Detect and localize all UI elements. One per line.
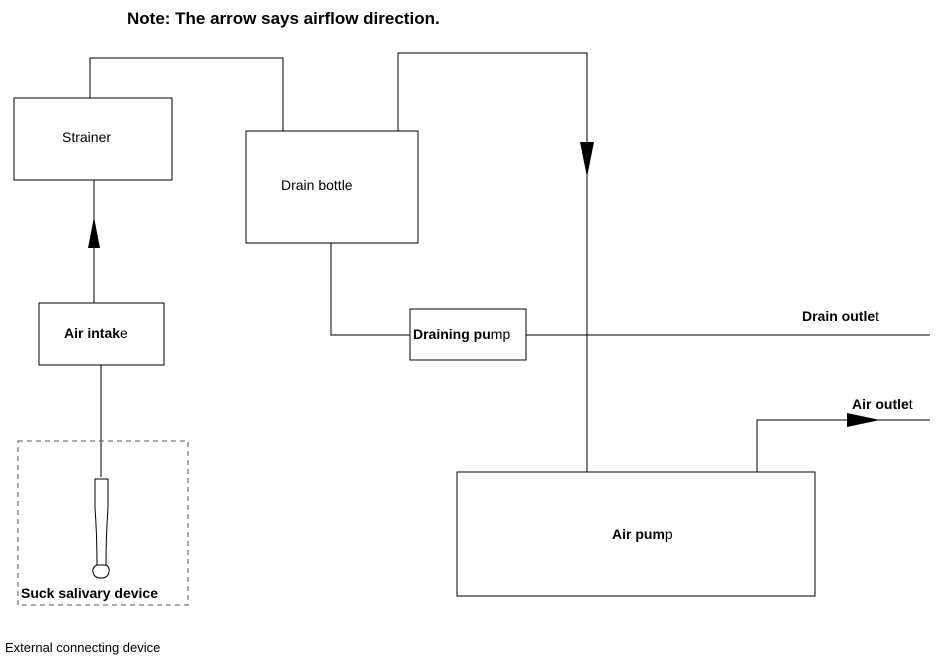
line-drain-bottle-to-draining-pump <box>330 243 410 336</box>
air-pump-label-bold: Air pum <box>612 526 665 542</box>
line-air-outlet <box>756 419 930 472</box>
air-intake-label-bold: Air intak <box>64 325 120 341</box>
draining-pump-label-tail: mp <box>491 326 511 342</box>
saliva-ejector-handpiece-icon <box>92 478 110 579</box>
external-device-dashed-box <box>17 440 189 606</box>
air-outlet-label: Air outlet <box>852 396 913 412</box>
air-intake-label: Air intake <box>64 325 128 341</box>
line-strainer-to-drain-bottle <box>89 57 284 131</box>
draining-pump-label: Draining pump <box>413 326 510 342</box>
air-intake-label-tail: e <box>120 325 128 341</box>
air-outlet-label-bold: Air outle <box>852 396 909 412</box>
draining-pump-box <box>409 308 527 361</box>
draining-pump-label-bold: Draining pu <box>413 326 491 342</box>
air-pump-box <box>456 471 816 597</box>
suck-device-label: Suck salivary device <box>21 585 158 601</box>
air-pump-label: Air pump <box>612 526 673 542</box>
note-text: Note: The arrow says airflow direction. <box>127 9 440 28</box>
external-device-label: External connecting device <box>5 640 160 655</box>
drain-outlet-label-tail: t <box>875 308 879 324</box>
line-drain-bottle-to-air-pump <box>397 52 588 472</box>
connection-lines <box>89 52 930 477</box>
drain-outlet-label-bold: Drain outle <box>802 308 875 324</box>
strainer-label: Strainer <box>62 129 111 145</box>
air-pump-label-tail: p <box>665 526 673 542</box>
drain-bottle-label: Drain bottle <box>281 177 353 193</box>
drain-outlet-label: Drain outlet <box>802 308 879 324</box>
drain-bottle-box <box>245 130 419 244</box>
arrow-down-icon <box>580 142 594 177</box>
air-intake-box <box>38 302 165 366</box>
arrow-right-icon <box>847 413 880 427</box>
strainer-box <box>13 97 173 181</box>
air-outlet-label-tail: t <box>909 396 913 412</box>
arrow-up-icon <box>88 217 100 248</box>
